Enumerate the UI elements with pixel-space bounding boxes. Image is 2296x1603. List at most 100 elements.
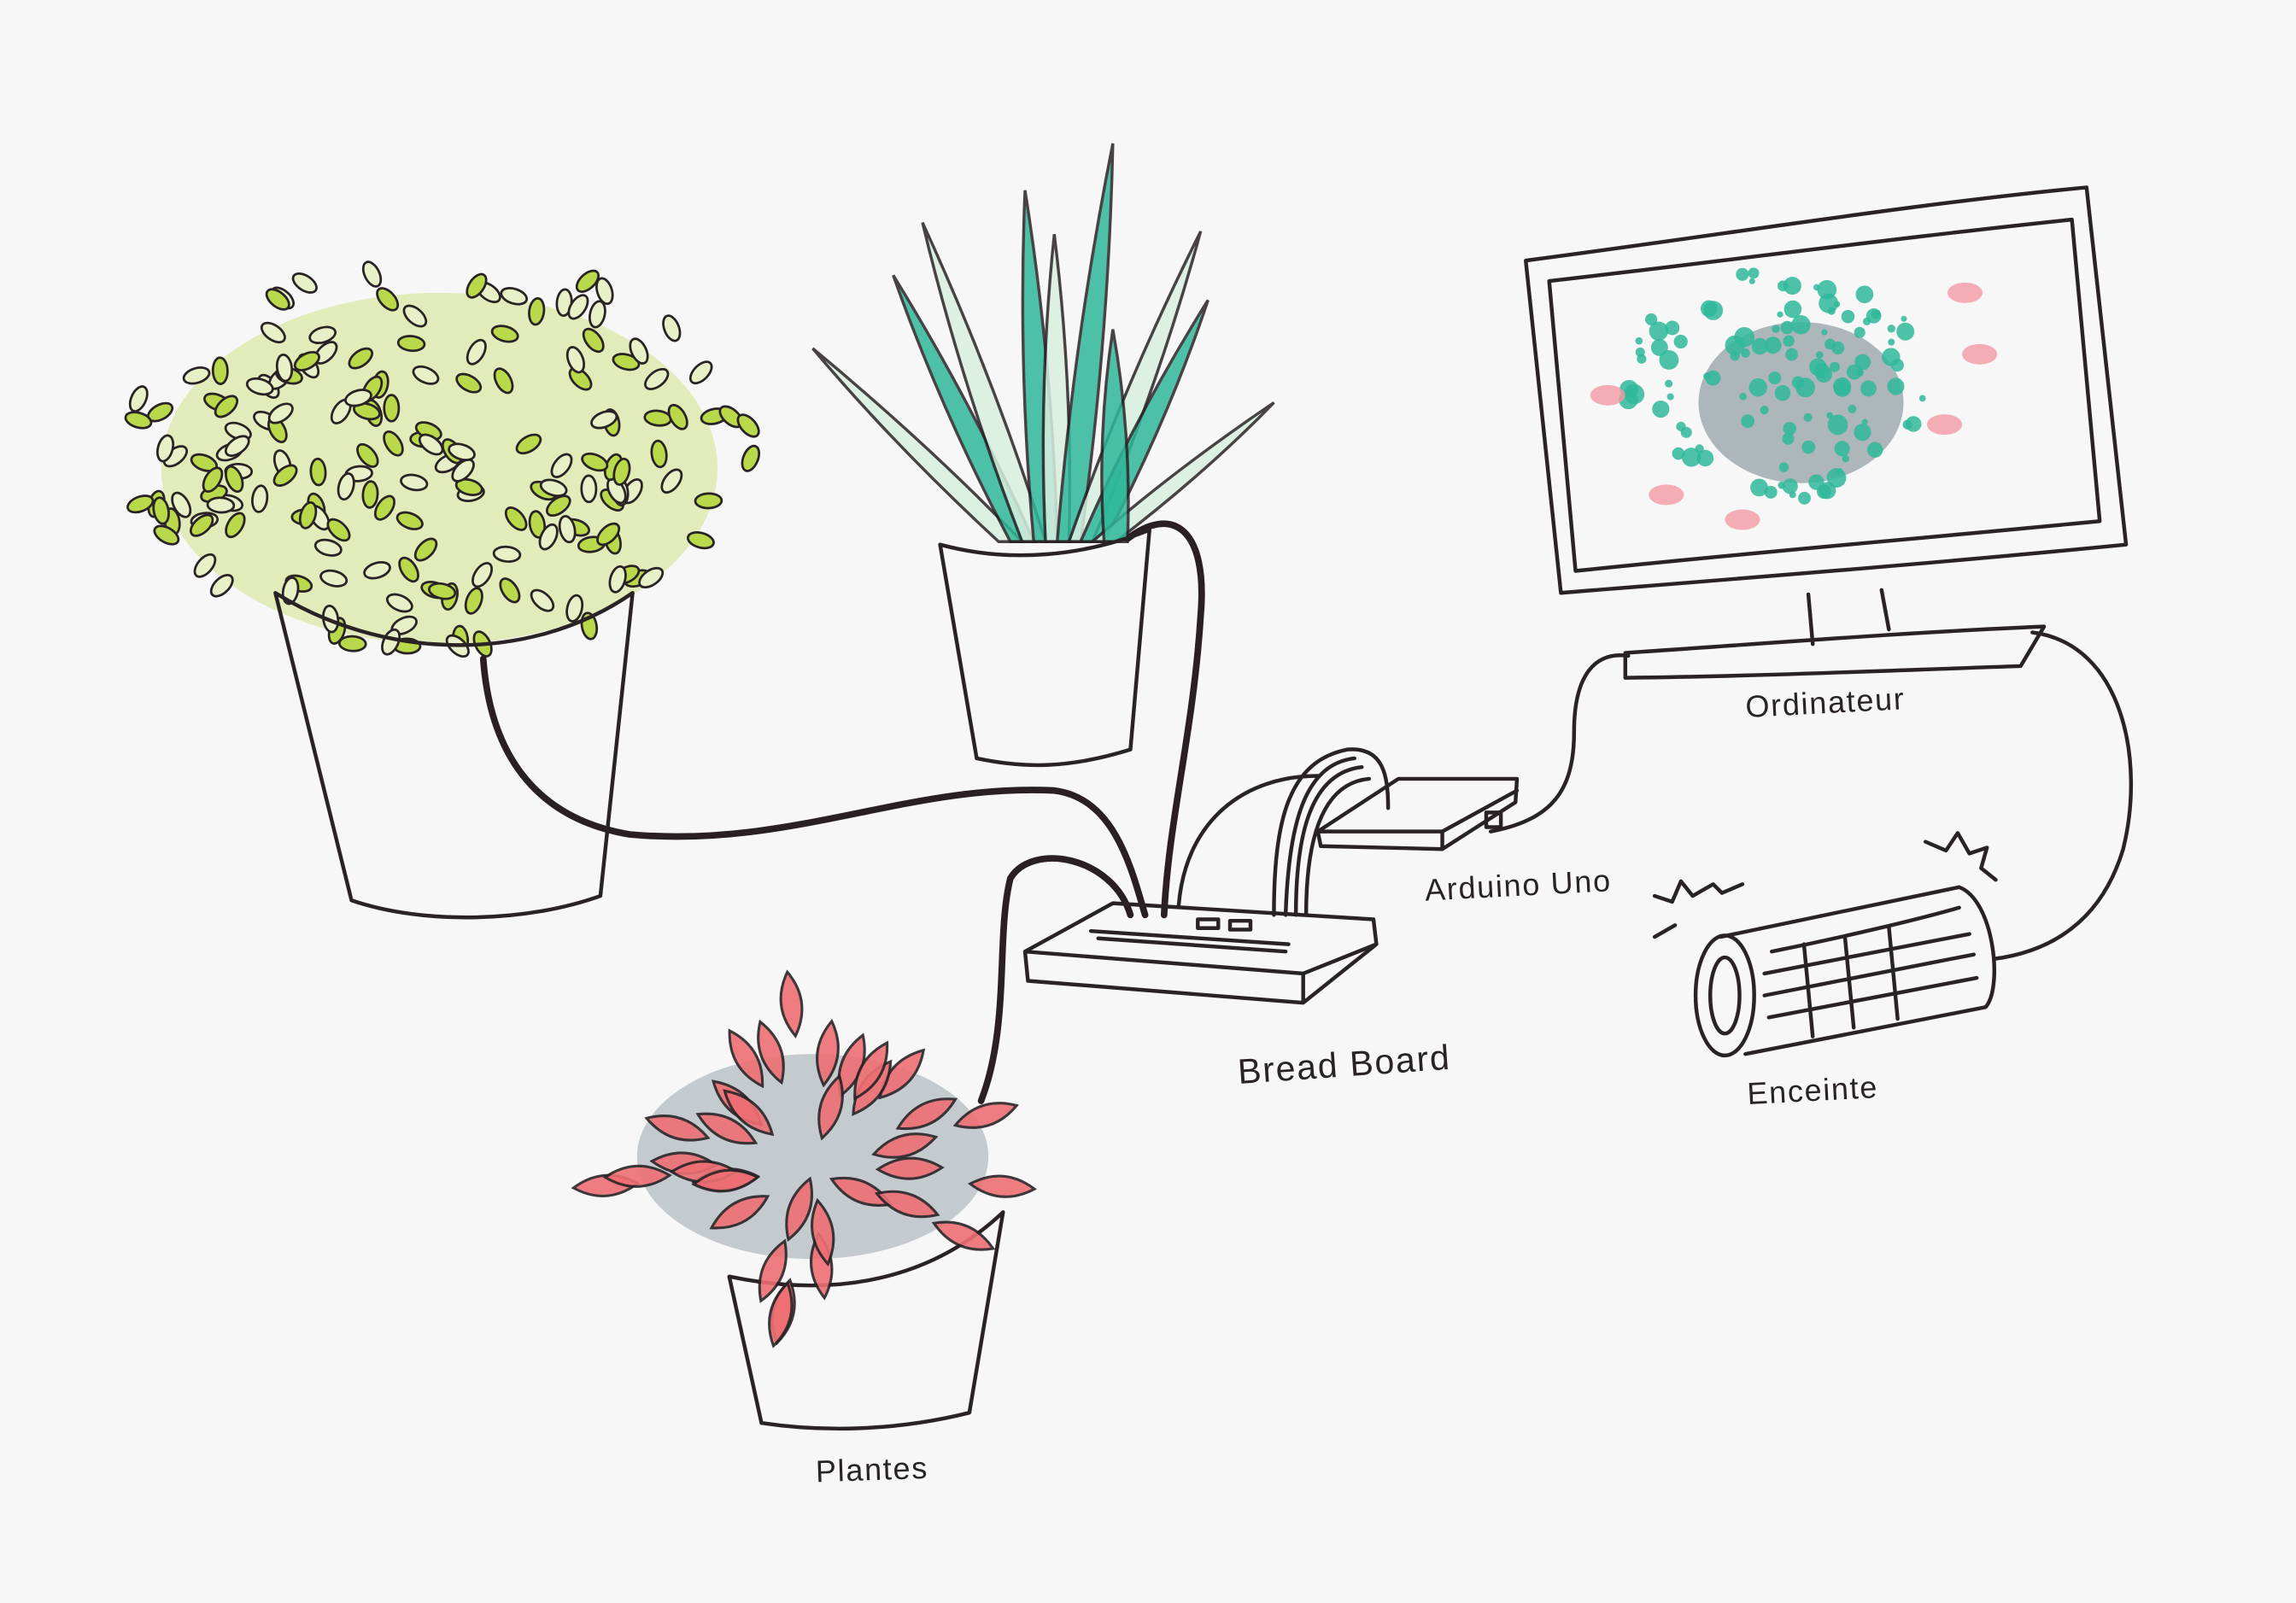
label-computer: Ordinateur xyxy=(1744,681,1906,724)
red-leaf xyxy=(874,1190,940,1219)
screen-dot xyxy=(1782,478,1798,494)
screen-petal xyxy=(1649,484,1684,506)
red-foliage xyxy=(571,969,1037,1349)
leaf xyxy=(464,587,483,615)
spiky-leaf xyxy=(1100,329,1130,543)
leaf xyxy=(189,513,214,537)
leaf xyxy=(741,444,761,472)
screen-dot xyxy=(1918,395,1926,402)
leaf xyxy=(581,452,609,472)
leaf xyxy=(418,433,444,456)
leaf xyxy=(373,494,395,521)
screen-dot xyxy=(1635,336,1643,345)
leaf xyxy=(260,321,286,344)
screen-dot xyxy=(1827,414,1848,436)
leaf xyxy=(224,435,250,457)
screen-dot xyxy=(1760,406,1769,415)
leaf xyxy=(575,269,600,293)
leaf xyxy=(644,367,670,390)
screen-dot xyxy=(1774,384,1791,401)
leaf xyxy=(428,582,457,600)
red-leaf xyxy=(817,1074,844,1141)
leaf xyxy=(589,300,606,329)
screen-dot xyxy=(1813,284,1820,291)
spiky-foliage xyxy=(811,143,1275,543)
screen-dot xyxy=(1764,336,1782,354)
cable-arduino-computer xyxy=(1488,653,1631,834)
leaf xyxy=(272,464,298,487)
leaf xyxy=(612,353,641,371)
red-leaf xyxy=(691,1168,760,1193)
screen-dot xyxy=(1783,422,1797,436)
leaf xyxy=(568,366,593,391)
screen-dot xyxy=(1681,448,1702,467)
leaf xyxy=(493,367,514,395)
leaf xyxy=(398,556,419,583)
screen-dot xyxy=(1696,449,1714,467)
screen-dot xyxy=(1817,279,1837,300)
cable-red-plant xyxy=(977,855,1134,1104)
screen-dot xyxy=(1866,442,1883,458)
leaf xyxy=(124,411,153,430)
leaf xyxy=(590,410,618,430)
screen-dot xyxy=(1703,301,1724,320)
leaf xyxy=(225,465,244,493)
screen-dot xyxy=(1666,393,1674,401)
leaf xyxy=(182,366,211,385)
leaf xyxy=(383,430,404,457)
red-leaf xyxy=(967,1174,1037,1198)
leaf xyxy=(376,287,400,312)
screen-dot xyxy=(1734,326,1755,348)
left-plant xyxy=(124,260,761,920)
screen-dot xyxy=(1809,358,1827,377)
spiky-leaf xyxy=(1055,143,1115,543)
leaf xyxy=(528,510,547,539)
leaf xyxy=(660,468,683,494)
leaf xyxy=(298,501,318,529)
leaf xyxy=(383,394,401,423)
leaf xyxy=(455,372,483,394)
red-leaf xyxy=(644,1114,711,1142)
screen-dot xyxy=(1888,338,1895,346)
leaf xyxy=(580,474,598,504)
leaf xyxy=(565,594,584,623)
screen-dot xyxy=(1751,337,1769,355)
leaf xyxy=(128,385,149,412)
leaf xyxy=(492,545,522,563)
leaf xyxy=(662,314,682,342)
red-plant xyxy=(571,969,1037,1430)
screen-dot xyxy=(1777,311,1784,318)
red-leaf xyxy=(768,1280,794,1349)
screen-dot xyxy=(1673,334,1688,349)
leaf xyxy=(171,491,192,518)
screen-dot xyxy=(1665,320,1680,336)
leaf xyxy=(402,304,428,328)
left-pot xyxy=(273,591,635,920)
screen-dot xyxy=(1821,329,1828,336)
screen-dot xyxy=(1748,267,1760,279)
screen-dot xyxy=(1705,370,1721,386)
leaf xyxy=(337,472,355,501)
screen-dot xyxy=(1739,392,1747,401)
screen-petal xyxy=(1725,509,1760,530)
breadboard xyxy=(1022,901,1379,1005)
leaf xyxy=(413,537,438,562)
computer-monitor xyxy=(1524,185,2129,680)
screen-dot xyxy=(1768,371,1782,385)
leaf xyxy=(565,346,586,374)
leaf xyxy=(193,553,217,578)
leaf xyxy=(344,389,372,407)
leaf xyxy=(448,442,476,461)
screen-dot xyxy=(1748,278,1755,284)
screen-dot xyxy=(1827,307,1836,315)
leaf xyxy=(500,287,529,306)
leaf xyxy=(308,325,337,345)
screen-petal xyxy=(1590,384,1625,406)
leaf xyxy=(608,565,627,594)
leaf xyxy=(688,360,713,385)
leaf xyxy=(650,439,668,469)
leaf xyxy=(582,327,605,354)
red-leaf xyxy=(757,1019,785,1085)
arduino-board xyxy=(1315,776,1520,851)
screen-dot xyxy=(1841,309,1855,324)
